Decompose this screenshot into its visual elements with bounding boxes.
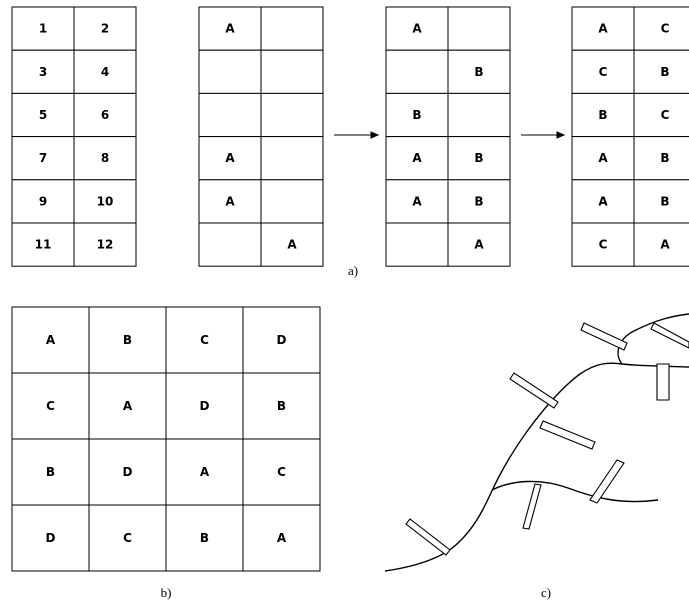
leaf-2 [510,373,558,408]
part-c-branch-drawing [385,314,689,571]
cell-label: C [277,465,286,479]
cell-label: A [474,238,484,252]
cell-label: 3 [39,65,47,79]
cell-label: 7 [39,151,47,165]
cell-label: B [412,108,421,122]
cell-label: B [474,151,483,165]
cell-label: A [200,465,210,479]
cell-label: A [412,194,422,208]
cell-label: A [412,151,422,165]
cell-label: C [123,531,132,545]
leaf-8 [657,364,669,400]
cell-label: D [277,333,287,347]
grid-cell [199,93,261,136]
cell-label: A [46,333,56,347]
cell-label: A [598,151,608,165]
cell-label: 2 [101,22,109,36]
grid-a2: A A A A [199,7,323,266]
latin-square-grid: A B C D C A D B B D A C D C B A [12,307,320,571]
cell-label: D [46,531,56,545]
cell-label: B [46,465,55,479]
cell-label: C [200,333,209,347]
grid-cell [261,7,323,50]
cell-label: C [661,108,670,122]
leaf-5 [590,460,624,503]
cell-label: 4 [101,65,109,79]
cell-label: 9 [39,194,47,208]
cell-label: A [277,531,287,545]
cell-label: 8 [101,151,109,165]
grid-a3: A B B A B A B A [386,7,510,266]
cell-label: B [474,194,483,208]
cell-label: D [200,399,210,413]
cell-label: B [660,194,669,208]
cell-label: 12 [97,238,114,252]
grid-cell [199,50,261,93]
cell-label: 1 [39,22,47,36]
cell-label: 10 [97,194,114,208]
cell-label: A [287,238,297,252]
cell-label: A [412,22,422,36]
grid-cell [199,223,261,266]
leaf-4 [523,484,541,529]
cell-label: D [123,465,133,479]
cell-label: C [599,238,608,252]
grid-cell [261,50,323,93]
arrow-1-head [371,132,378,138]
cell-label: B [123,333,132,347]
cell-label: 11 [35,238,52,252]
cell-label: A [598,194,608,208]
grid-cell [386,223,448,266]
cell-label: C [46,399,55,413]
caption-a: a) [348,263,358,278]
cell-label: C [661,22,670,36]
leaf-6 [581,323,627,350]
caption-c: c) [541,585,551,600]
cell-label: B [474,65,483,79]
cell-label: B [277,399,286,413]
grid-cell [386,50,448,93]
cell-label: 5 [39,108,47,122]
cell-label: 6 [101,108,109,122]
caption-b: b) [161,585,172,600]
part-c-leaves [406,323,689,555]
cell-label: C [599,65,608,79]
grid-cell [261,137,323,180]
arrow-2-head [557,132,564,138]
cell-label: B [660,65,669,79]
leaf-7 [651,323,689,348]
cell-label: B [200,531,209,545]
cell-label: A [225,194,235,208]
cell-label: B [598,108,607,122]
cell-label: A [660,238,670,252]
grid-cell [261,180,323,223]
leaf-3 [540,421,595,449]
cell-label: A [123,399,133,413]
grid-cell [448,7,510,50]
cell-label: A [225,22,235,36]
lower-branch [492,481,658,501]
grid-cell [448,93,510,136]
cell-label: A [225,151,235,165]
cell-label: A [598,22,608,36]
cell-label: B [660,151,669,165]
part-b-latin-square: A B C D C A D B B D A C D C B A [12,307,320,571]
leaf-1 [406,519,450,555]
grid-cell [261,93,323,136]
grid-a1: 123456789101112 [12,7,136,266]
grid-a4: A C C B B C A B A B C A [572,7,689,266]
